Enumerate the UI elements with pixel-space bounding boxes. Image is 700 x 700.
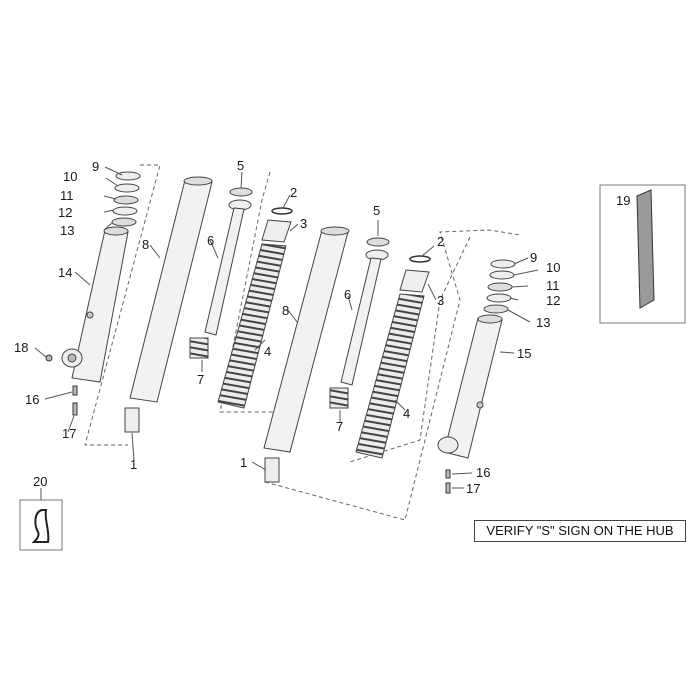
part-20-box	[19, 499, 63, 551]
seal-strip	[636, 189, 655, 309]
left-seal-stack	[111, 171, 141, 227]
left-spring	[217, 207, 293, 409]
right-seal-stack	[483, 259, 516, 314]
callout-13-right: 13	[536, 315, 550, 330]
callout-6-left: 6	[207, 233, 214, 248]
callouts: 9 10 11 12 13 14 18 16 17 1 8 6 5 2 3 4 …	[14, 158, 630, 496]
part-19-box	[599, 184, 686, 324]
callout-8-left: 8	[142, 237, 149, 252]
clip-part	[31, 509, 50, 543]
right-assembly-outline	[264, 229, 521, 521]
callout-9-right: 9	[530, 250, 537, 265]
callout-11-right: 11	[546, 278, 560, 293]
callout-17-right: 17	[466, 481, 480, 496]
callout-15: 15	[517, 346, 531, 361]
callout-7-right: 7	[336, 419, 343, 434]
callout-4-left: 4	[264, 344, 271, 359]
callout-8-right: 8	[282, 303, 289, 318]
callout-1-left: 1	[130, 457, 137, 472]
callout-3-left: 3	[300, 216, 307, 231]
callout-18: 18	[14, 340, 28, 355]
callout-4-right: 4	[403, 406, 410, 421]
callout-3-right: 3	[437, 293, 444, 308]
callout-12-right: 12	[546, 293, 560, 308]
left-fork-leg	[61, 226, 129, 383]
right-stanchion-tube	[263, 226, 350, 483]
callout-12-left: 12	[58, 205, 72, 220]
callout-10-left: 10	[63, 169, 77, 184]
callout-2-left: 2	[290, 185, 297, 200]
callout-16-right: 16	[476, 465, 490, 480]
left-stanchion-tube	[124, 176, 213, 433]
callout-10-right: 10	[546, 260, 560, 275]
right-screws	[445, 469, 451, 494]
callout-5-left: 5	[237, 158, 244, 173]
left-assembly-outline	[84, 164, 276, 446]
left-bushing	[124, 407, 140, 433]
callout-20: 20	[33, 474, 47, 489]
callout-6-right: 6	[344, 287, 351, 302]
callout-1-right: 1	[240, 455, 247, 470]
callout-2-right: 2	[437, 234, 444, 249]
callout-5-right: 5	[373, 203, 380, 218]
right-bushing	[264, 457, 280, 483]
callout-7-left: 7	[197, 372, 204, 387]
right-fork-leg	[437, 314, 503, 459]
right-spring	[355, 255, 431, 459]
callout-16-left: 16	[25, 392, 39, 407]
leader-lines	[34, 166, 539, 500]
callout-13-left: 13	[60, 223, 74, 238]
left-damper-rod	[189, 187, 253, 359]
callout-14: 14	[58, 265, 72, 280]
callout-19: 19	[616, 193, 630, 208]
verify-note: VERIFY "S" SIGN ON THE HUB	[474, 520, 686, 542]
callout-17-left: 17	[62, 426, 76, 441]
callout-11-left: 11	[60, 188, 74, 203]
right-damper-rod	[329, 237, 390, 409]
callout-9-left: 9	[92, 159, 99, 174]
left-screws	[45, 354, 78, 416]
